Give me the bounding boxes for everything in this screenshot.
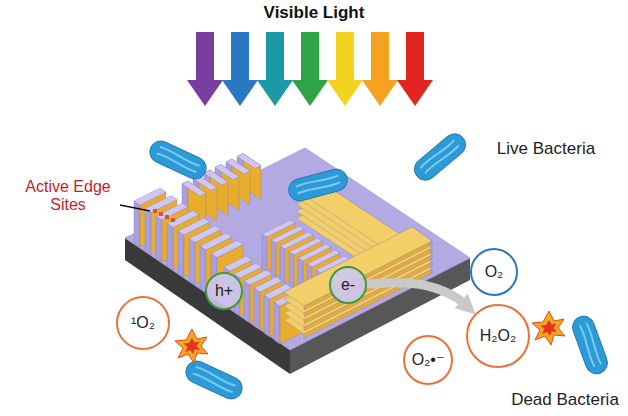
lamellae: [134, 154, 432, 345]
lamella-face: [271, 240, 276, 277]
edge-site-label: Active Edge Sites: [18, 178, 118, 215]
lamella-face: [244, 281, 250, 323]
lamella-face: [284, 227, 432, 306]
species-circle: ¹O₂: [116, 296, 170, 350]
light-arrows: [187, 32, 433, 106]
light-label: Visible Light: [214, 3, 414, 23]
species-text: H₂O₂: [480, 327, 516, 345]
species-text: ¹O₂: [131, 314, 155, 332]
lamella-face: [178, 231, 184, 277]
species-text: h+: [215, 282, 233, 300]
edge-sites: [120, 205, 175, 222]
lamella-face: [211, 241, 243, 258]
lamella-face: [280, 246, 285, 283]
lamella-face: [182, 181, 206, 196]
species-text: O₂: [485, 263, 504, 281]
dead-label: Dead Bacteria: [508, 390, 622, 410]
lamella-face: [289, 252, 294, 289]
lamella-face: [254, 288, 260, 330]
lamella-face: [156, 216, 162, 262]
lamella-face: [189, 239, 195, 285]
bacteria: [146, 129, 610, 402]
species-text: O₂•⁻: [412, 351, 445, 369]
species-circle: h+: [205, 272, 243, 310]
lamella-face: [145, 209, 151, 255]
lamella-face: [274, 302, 280, 344]
lamella-face: [264, 295, 270, 337]
lamella-face: [262, 234, 267, 271]
species-circle: H₂O₂: [466, 304, 530, 368]
lamella-face: [167, 224, 173, 270]
species-text: e-: [341, 276, 355, 294]
species-circle: O₂•⁻: [403, 335, 454, 386]
reaction-arrow: [367, 283, 464, 304]
live-label: Live Bacteria: [476, 139, 616, 159]
species-circle: e-: [329, 266, 367, 304]
species-circle: O₂: [470, 248, 518, 296]
